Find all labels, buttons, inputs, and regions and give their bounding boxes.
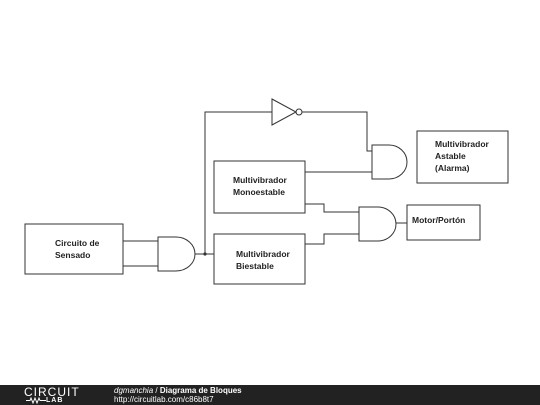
circuitlab-logo[interactable]: CIRCUIT LAB [24, 386, 94, 404]
wires [123, 111, 407, 267]
sensor-block [24, 223, 124, 275]
bistable-label: Multivibrador Biestable [236, 249, 292, 271]
separator: / [153, 386, 160, 395]
and-gate-motor [358, 206, 397, 242]
resistor-icon [26, 397, 46, 404]
bistable-block [213, 233, 306, 285]
junction-dot [203, 252, 207, 256]
logo-lab-text: LAB [46, 397, 64, 404]
and-gate-monostable [371, 144, 408, 180]
footer-bar: CIRCUIT LAB dgmanchia / Diagrama de Bloq… [0, 385, 540, 405]
monostable-block [213, 160, 306, 214]
and-gate-input [157, 236, 196, 272]
monostable-label: Multivibrador Monoestable [233, 175, 289, 197]
circuit-info: dgmanchia / Diagrama de Bloques http://c… [114, 386, 242, 404]
astable-block [416, 130, 509, 184]
motor-block [406, 204, 481, 241]
circuit-title: Diagrama de Bloques [159, 386, 242, 395]
sensor-label: Circuito de Sensado [55, 238, 102, 260]
astable-label: Multivibrador Astable (Alarma) [435, 139, 491, 173]
block-diagram: Circuito de Sensado Multivibrador Monoes… [24, 98, 509, 285]
motor-label: Motor/Portón [412, 215, 465, 225]
circuit-url[interactable]: http://circuitlab.com/c86b8t7 [114, 395, 214, 404]
not-gate [271, 98, 303, 126]
author-link[interactable]: dgmanchia [114, 386, 154, 395]
logo-circuit-text: CIRCUIT [24, 385, 80, 399]
